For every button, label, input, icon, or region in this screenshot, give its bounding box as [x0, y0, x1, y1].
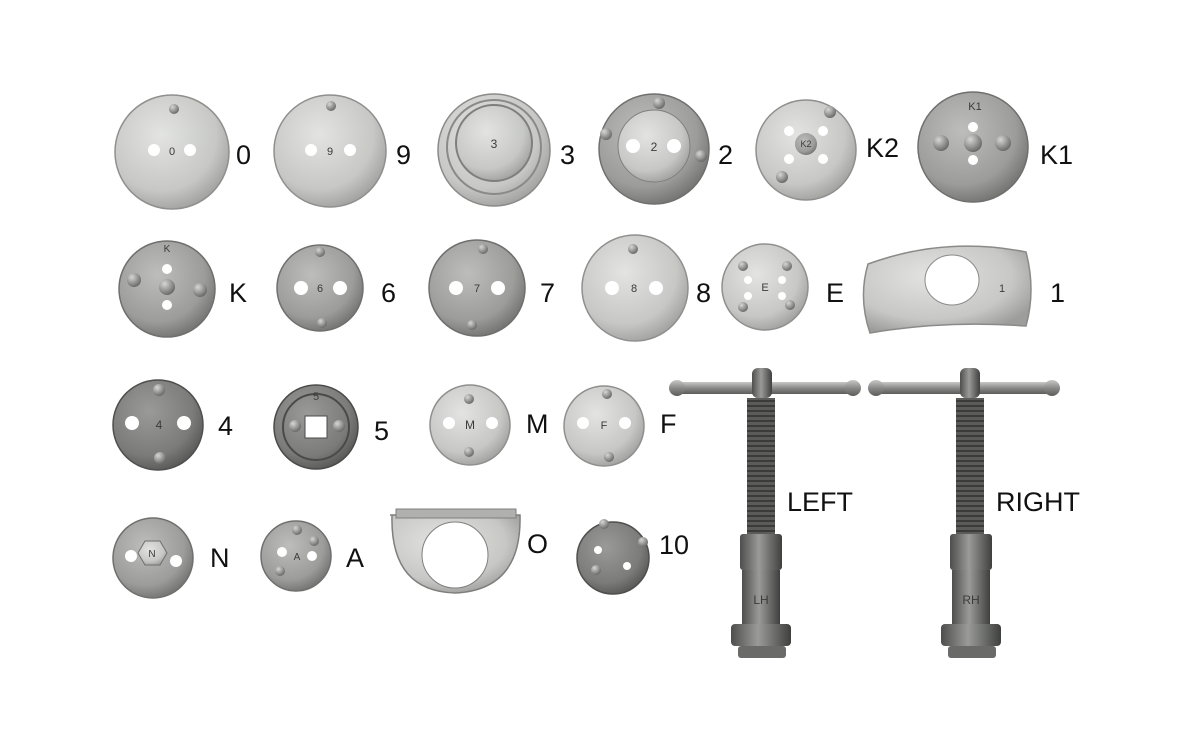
label-f: F	[660, 409, 677, 439]
stamp-9: 9	[327, 146, 333, 158]
stamp-rh: RH	[962, 593, 979, 607]
stamp-3: 3	[491, 137, 498, 151]
label-m: M	[526, 409, 549, 439]
label-o: O	[527, 529, 549, 559]
stamp-m: M	[465, 418, 475, 432]
label-6: 6	[381, 278, 397, 308]
adapter-n	[112, 517, 194, 599]
stamp-a: A	[294, 552, 301, 563]
label-0: 0	[236, 140, 252, 170]
label-e: E	[826, 278, 845, 308]
adapter-a	[260, 520, 332, 592]
stamp-4: 4	[156, 418, 163, 432]
adapter-6	[276, 244, 364, 332]
label-2: 2	[718, 140, 734, 170]
stamp-k: K	[164, 244, 171, 255]
adapter-k1	[917, 91, 1029, 203]
adapter-4	[112, 379, 204, 471]
stamp-e: E	[761, 282, 768, 294]
stamp-n: N	[148, 549, 155, 560]
stamp-2: 2	[651, 140, 658, 154]
stamp-k1: K1	[968, 101, 981, 113]
adapter-e	[721, 243, 809, 331]
label-5: 5	[374, 416, 390, 446]
adapter-7	[428, 239, 526, 337]
adapter-9	[273, 94, 387, 208]
adapter-o-bracket	[390, 508, 521, 594]
adapter-k2	[755, 99, 857, 201]
stamp-6: 6	[317, 283, 323, 295]
adapter-3	[437, 93, 551, 207]
label-right: RIGHT	[996, 487, 1080, 517]
label-k2: K2	[866, 133, 900, 163]
stamp-8: 8	[631, 283, 637, 295]
adapter-2	[598, 93, 710, 205]
stamp-lh: LH	[753, 593, 768, 607]
right-caliper-tool	[868, 368, 1060, 658]
label-8: 8	[696, 278, 712, 308]
adapter-10	[576, 519, 650, 595]
adapter-5	[273, 384, 359, 470]
label-4: 4	[218, 411, 234, 441]
label-a: A	[346, 543, 365, 573]
stamp-7: 7	[474, 283, 480, 295]
stamp-f: F	[601, 420, 608, 432]
stamp-5: 5	[313, 391, 319, 403]
label-10: 10	[659, 530, 690, 560]
label-7: 7	[540, 278, 556, 308]
label-9: 9	[396, 140, 412, 170]
label-n: N	[210, 543, 230, 573]
adapter-8	[581, 234, 689, 342]
label-k: K	[229, 278, 248, 308]
left-caliper-tool	[669, 368, 861, 658]
stamp-1: 1	[999, 283, 1005, 295]
adapter-1-plate	[862, 245, 1032, 334]
adapter-m	[429, 384, 511, 466]
label-k1: K1	[1040, 140, 1074, 170]
adapter-k	[118, 240, 216, 338]
adapter-0	[114, 94, 230, 210]
label-left: LEFT	[787, 487, 854, 517]
label-3: 3	[560, 140, 576, 170]
label-1: 1	[1050, 278, 1066, 308]
adapter-f	[563, 385, 645, 467]
stamp-0: 0	[169, 146, 175, 158]
stamp-k2: K2	[800, 139, 811, 149]
